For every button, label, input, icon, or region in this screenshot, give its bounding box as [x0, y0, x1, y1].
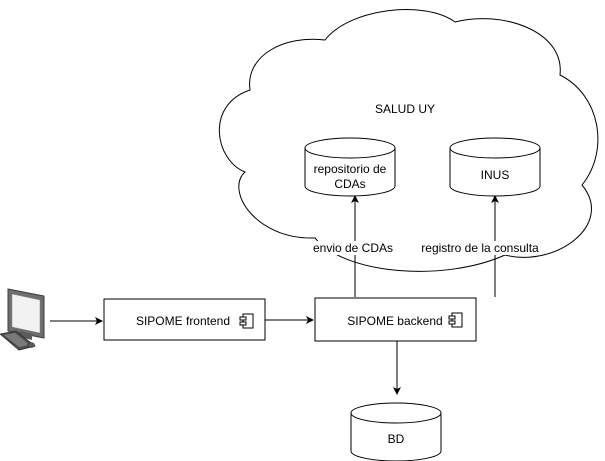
- sipome-backend-component: SIPOME backend: [314, 297, 477, 342]
- edge-label-envio: envio de CDAs: [313, 241, 393, 255]
- edge-label-registro: registro de la consulta: [419, 241, 541, 255]
- repositorio-label-line1: repositorio de: [314, 162, 387, 176]
- sipome-frontend-component: SIPOME frontend: [103, 298, 266, 341]
- repositorio-label-line2: CDAs: [334, 177, 365, 191]
- svg-text:envio de CDAs: envio de CDAs: [313, 241, 393, 255]
- component-icon: [448, 312, 463, 328]
- bd-label: BD: [388, 432, 405, 446]
- component-icon: [239, 313, 254, 329]
- cloud-label: SALUD UY: [375, 102, 435, 116]
- bd-database: BD: [350, 402, 442, 461]
- svg-text:registro de la consulta: registro de la consulta: [421, 241, 539, 255]
- inus-database: INUS: [449, 137, 541, 197]
- backend-label: SIPOME backend: [347, 314, 442, 328]
- frontend-label: SIPOME frontend: [136, 314, 230, 328]
- inus-label: INUS: [481, 168, 510, 182]
- desktop-computer-icon: [0, 288, 45, 351]
- repositorio-cdas-database: repositorio de CDAs: [304, 137, 396, 197]
- salud-uy-cloud: SALUD UY: [218, 9, 599, 272]
